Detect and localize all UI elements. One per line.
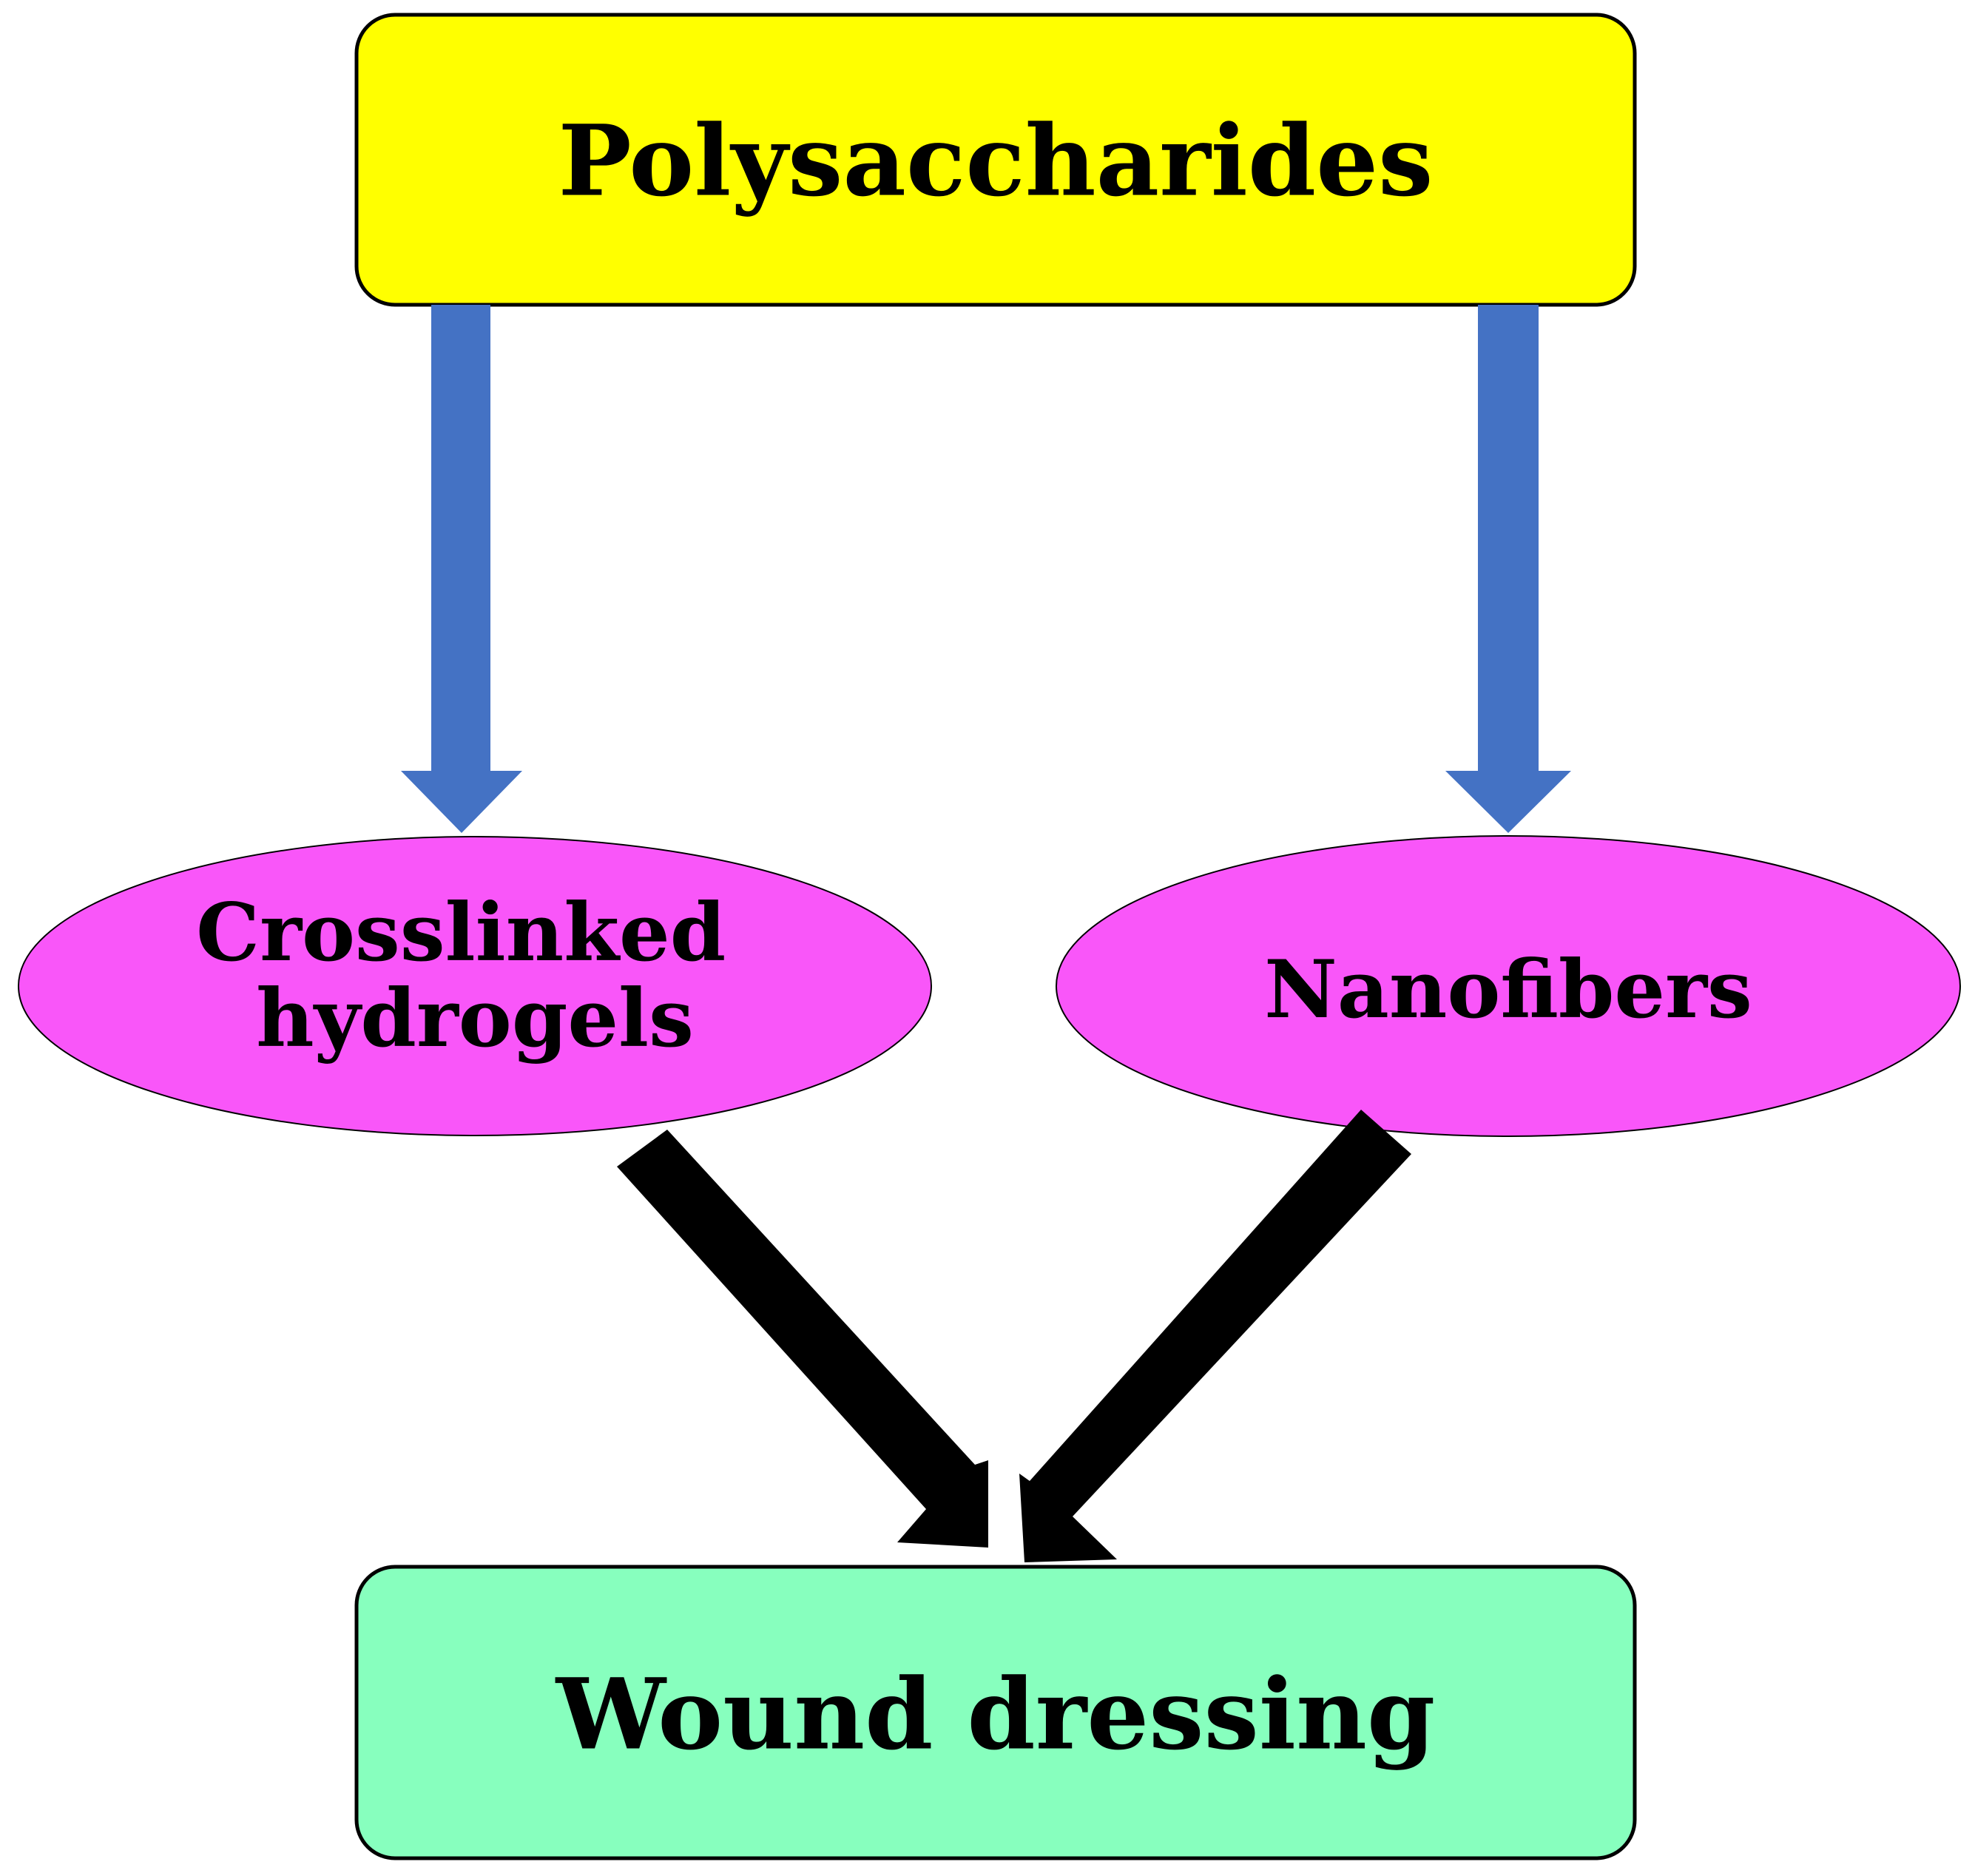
arrow-to-hydrogels (401, 305, 522, 833)
crosslinked-label-line1: Crosslinked (196, 886, 726, 979)
nanofibers-label: Nanofibers (1264, 943, 1752, 1036)
crosslinked-hydrogels-ellipse (18, 836, 932, 1136)
polysaccharides-label: Polysaccharides (558, 104, 1434, 219)
wound-dressing-label: Wound dressing (555, 1658, 1436, 1772)
arrow-to-nanofibers (1445, 305, 1571, 833)
nanofibers-ellipse (1056, 835, 1961, 1137)
wound-dressing-box (354, 1565, 1637, 1860)
arrow-nanofibers-to-wound-dressing (1019, 1110, 1411, 1562)
crosslinked-label-line2: hydrogels (256, 972, 694, 1065)
crosslinked-hydrogels-label: Crosslinked hydrogels (196, 886, 754, 1065)
polysaccharides-box (354, 13, 1637, 307)
arrow-hydrogels-to-wound-dressing (617, 1130, 988, 1548)
